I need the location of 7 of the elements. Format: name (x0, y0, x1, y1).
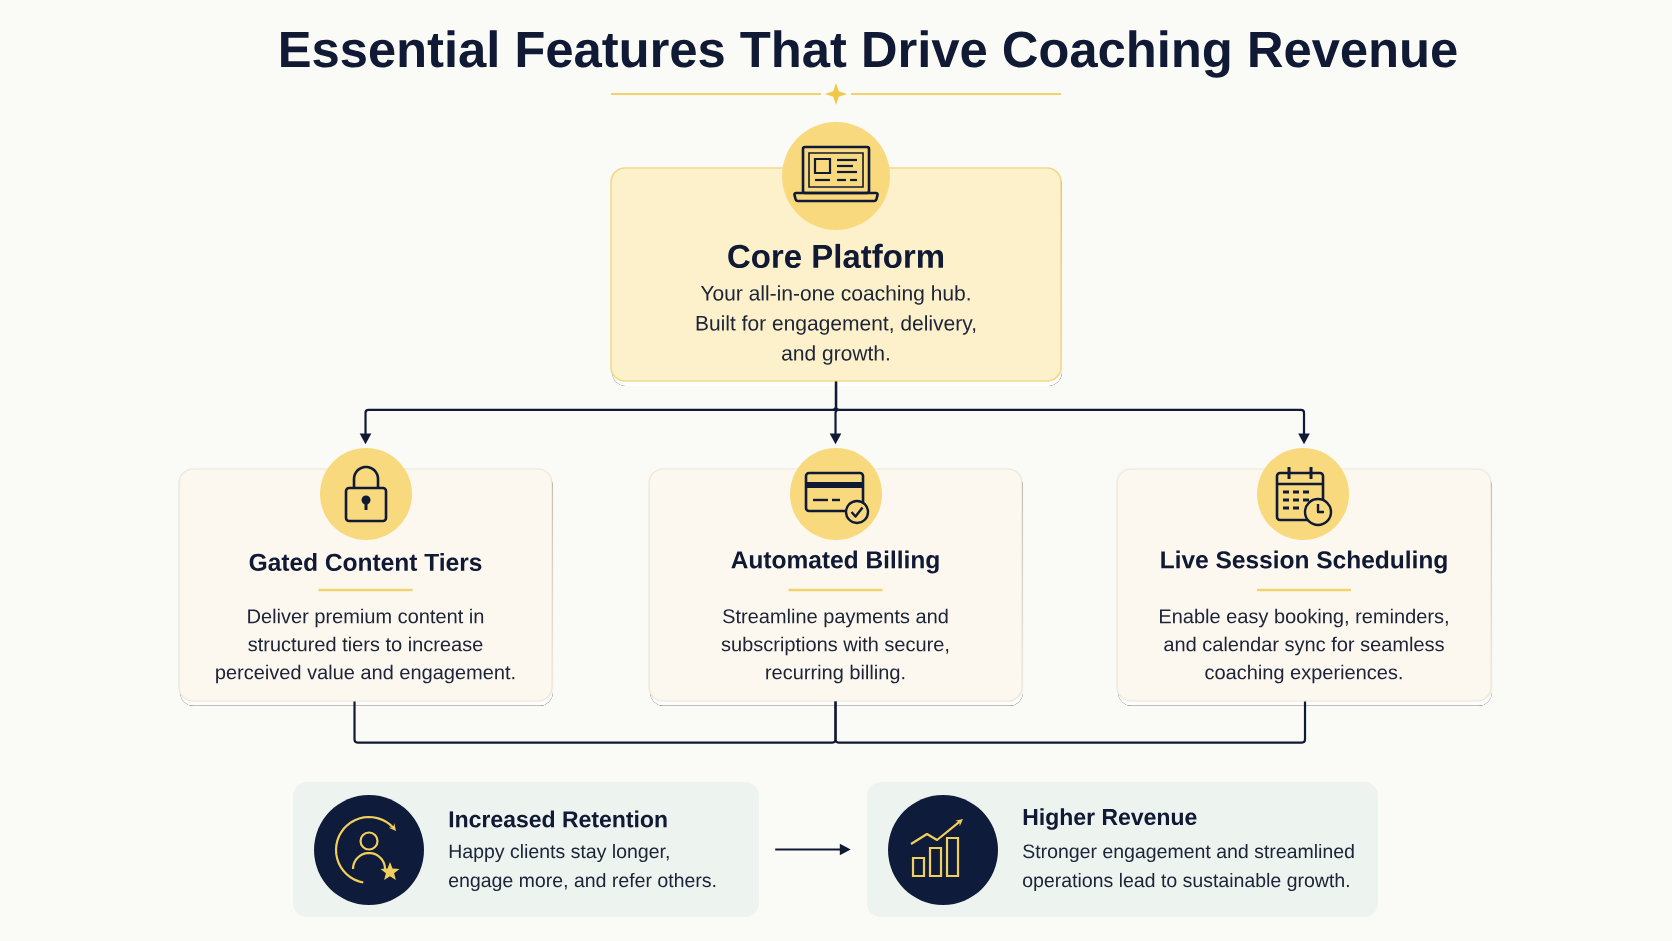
panel-description: Stronger engagement and streamlined operations lead to sustainable growth. (1023, 843, 1354, 892)
connector-line (834, 701, 1307, 744)
panel-description: Happy clients stay longer, engage more, and refer others. (449, 843, 716, 892)
connector-line (353, 701, 837, 744)
panel-heading: Higher Revenue (1023, 808, 1197, 830)
panel-heading: Increased Retention (449, 810, 667, 828)
title: Essential Features That Drive Coaching Revenue (281, 30, 1457, 78)
